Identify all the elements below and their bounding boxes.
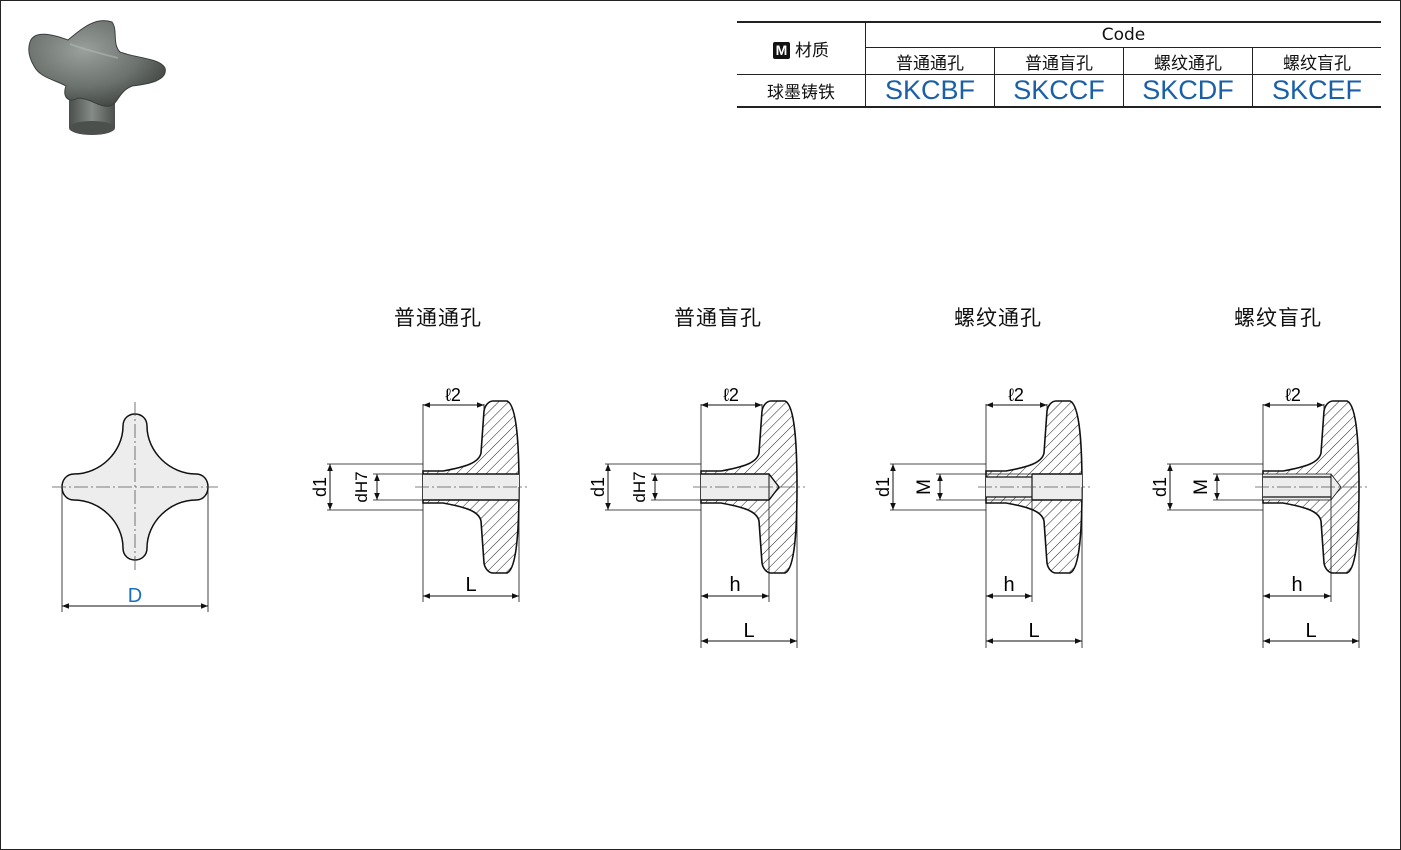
- dim-label-d1: d1: [588, 477, 608, 497]
- view-title: 普通通孔: [394, 306, 482, 330]
- dim-label-L: L: [465, 574, 476, 596]
- dim-label-d1: d1: [310, 477, 330, 497]
- dim-label-dH7: dH7: [630, 471, 649, 502]
- dim-label-L: L: [743, 620, 754, 642]
- material-badge: M: [773, 42, 790, 59]
- column-header: 螺纹通孔: [1123, 47, 1253, 75]
- dim-label-L: L: [1028, 620, 1039, 642]
- front-view: D: [52, 402, 218, 612]
- product-photo: [28, 20, 166, 135]
- section-view-2: ℓ2 d1 dH7 h L: [588, 385, 805, 648]
- dim-label-l2: ℓ2: [723, 385, 739, 405]
- code-header: Code: [865, 21, 1381, 48]
- code-link[interactable]: SKCBF: [884, 75, 976, 105]
- material-header: 材质: [795, 41, 829, 61]
- dim-label-h: h: [1291, 574, 1302, 596]
- dim-label-L: L: [1305, 620, 1316, 642]
- section-view-3: ℓ2 d1 M h L: [873, 385, 1090, 648]
- dim-label-h: h: [1003, 574, 1014, 596]
- view-title: 普通盲孔: [674, 306, 762, 330]
- dim-label-M: M: [914, 479, 935, 495]
- dim-label-h: h: [729, 574, 740, 596]
- section-view-4: ℓ2 d1 M h L: [1150, 385, 1367, 648]
- dim-label-l2: ℓ2: [1285, 385, 1301, 405]
- view-title: 螺纹通孔: [954, 306, 1042, 330]
- dim-label-D: D: [128, 585, 142, 607]
- code-link[interactable]: SKCCF: [1013, 75, 1105, 105]
- material-value: 球墨铸铁: [737, 74, 866, 108]
- view-title: 螺纹盲孔: [1234, 306, 1322, 330]
- code-link[interactable]: SKCDF: [1142, 75, 1234, 105]
- section-view-1: ℓ2 d1 dH7 L: [310, 385, 527, 602]
- dim-label-dH7: dH7: [352, 471, 371, 502]
- dim-label-d1: d1: [873, 477, 893, 497]
- dim-label-l2: ℓ2: [1008, 385, 1024, 405]
- dim-label-d1: d1: [1150, 477, 1170, 497]
- code-link[interactable]: SKCEF: [1271, 75, 1363, 105]
- dim-label-M: M: [1191, 479, 1212, 495]
- material-header-cell: M 材质: [737, 21, 866, 75]
- dim-label-l2: ℓ2: [445, 385, 461, 405]
- column-header: 螺纹盲孔: [1252, 47, 1381, 75]
